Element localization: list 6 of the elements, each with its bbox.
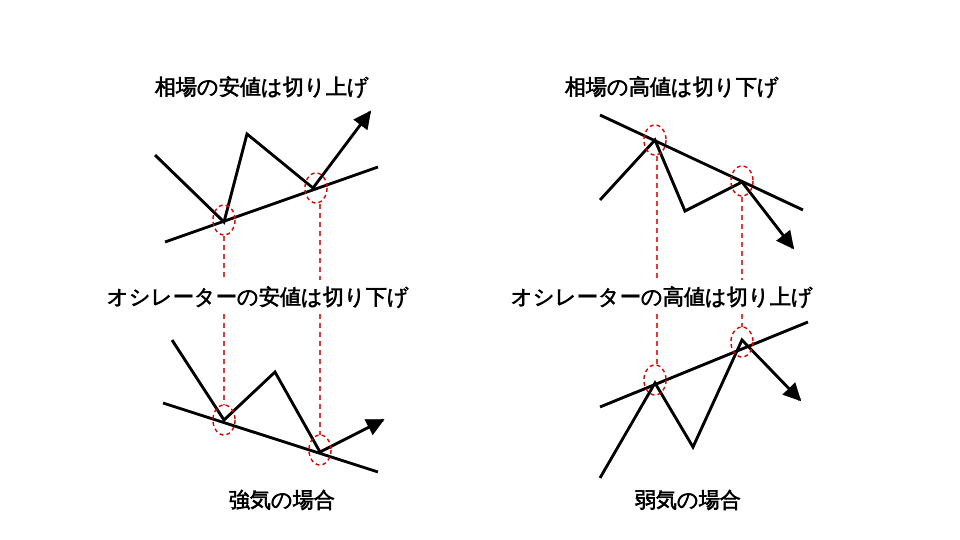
caption: 強気の場合 [229,487,335,513]
heading: オシレーターの高値は切り上げ [511,284,813,310]
caption: 弱気の場合 [635,487,741,513]
heading: 相場の高値は切り下げ [565,74,779,100]
heading: 相場の安値は切り上げ [155,74,369,100]
heading: オシレーターの安値は切り下げ [107,284,409,310]
